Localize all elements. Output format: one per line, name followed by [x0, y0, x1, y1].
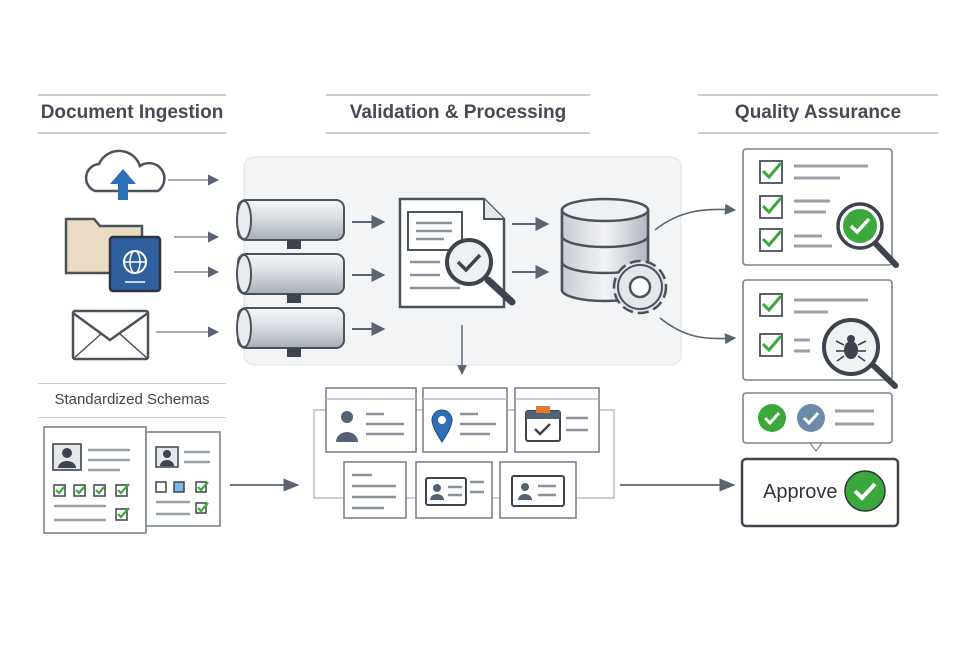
- pipe-arrows: [352, 215, 386, 336]
- qa-checklist-card: [742, 148, 899, 268]
- qa-bug-check-card: [742, 279, 898, 389]
- passport-icon: [108, 235, 162, 293]
- schema-card-person: [325, 387, 417, 453]
- approve-button-label[interactable]: Approve: [763, 481, 838, 503]
- approve-button[interactable]: [740, 457, 900, 528]
- schemas-heading: Standardized Schemas: [38, 383, 226, 418]
- cloud-upload-icon: [84, 149, 166, 200]
- ingestion-arrows: [156, 174, 220, 338]
- schema-card-id: [415, 461, 493, 519]
- document-magnifier-icon: [398, 197, 516, 309]
- pipe-icon: [236, 199, 345, 249]
- qa-heading: Quality Assurance: [698, 94, 938, 134]
- qa-arrows: [654, 203, 737, 345]
- ingestion-heading: Document Ingestion: [38, 94, 226, 134]
- doc-db-arrows: [512, 217, 550, 279]
- schema-card-text: [343, 461, 407, 519]
- schema-card-location: [422, 387, 508, 453]
- gear-icon: [612, 259, 668, 315]
- schema-card-calendar: [514, 387, 600, 453]
- schema-document: [43, 426, 147, 534]
- schema-grid: [313, 387, 615, 519]
- qa-status-card: [742, 392, 893, 452]
- bug-icon: [835, 335, 867, 362]
- schema-card-id: [499, 461, 577, 519]
- bottom-arrows: [230, 325, 736, 492]
- validation-heading: Validation & Processing: [326, 94, 590, 134]
- schema-document: [145, 431, 221, 527]
- envelope-icon: [71, 309, 150, 361]
- pipe-icon: [236, 253, 345, 303]
- pipe-icon: [236, 307, 345, 357]
